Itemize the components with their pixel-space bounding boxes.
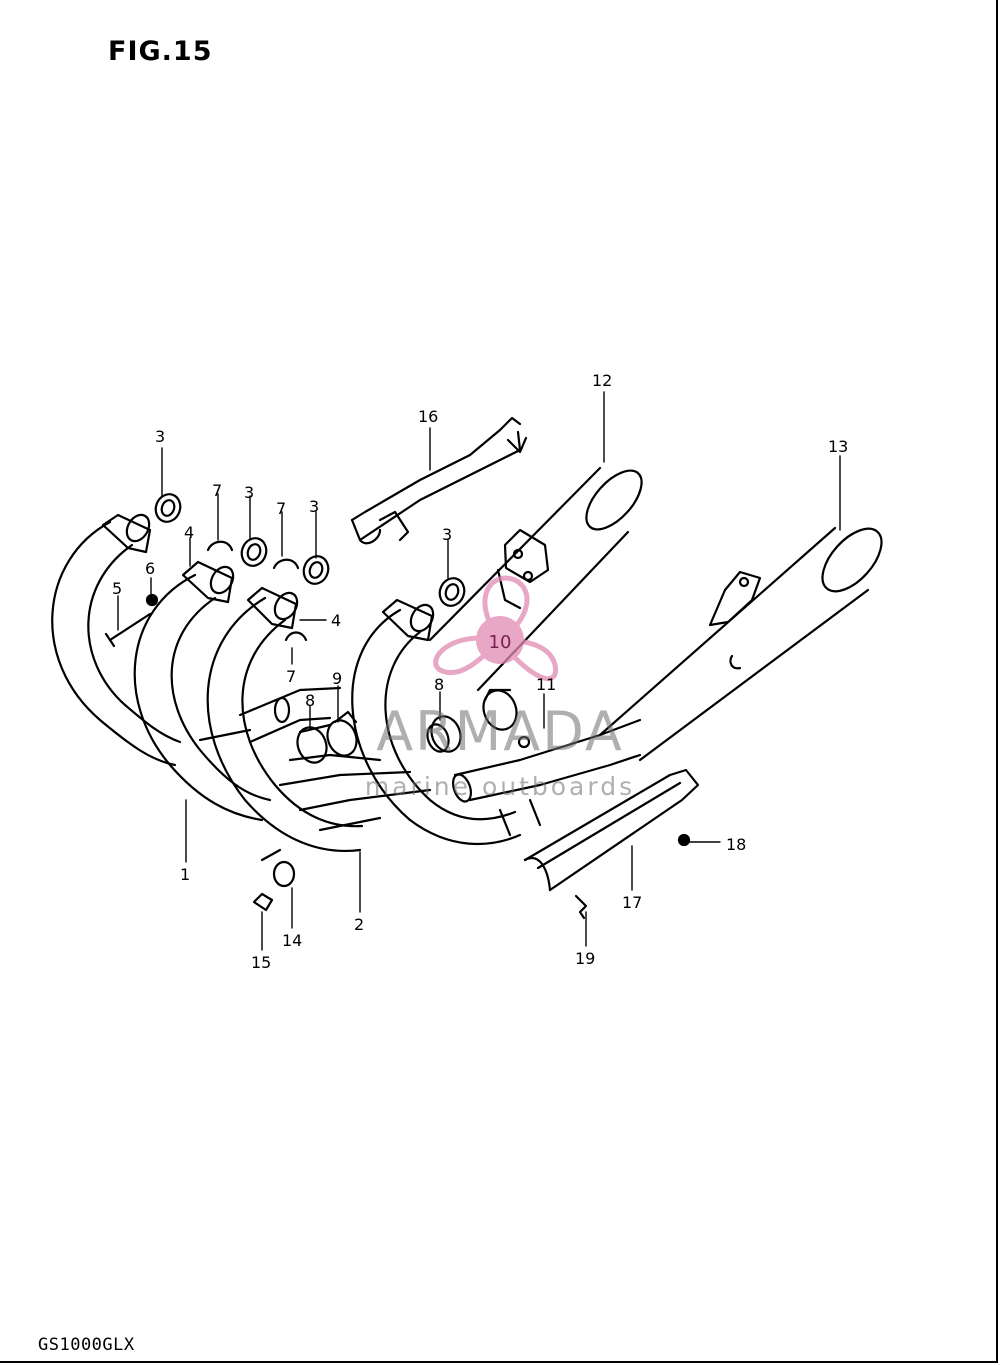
callout-labels: 3 7 3 7 3 4 6 5 4 7 9 8 8 3 11 12 13 16 …: [112, 371, 848, 972]
callout-6: 6: [145, 559, 155, 578]
callout-12: 12: [592, 371, 612, 390]
callout-11: 11: [536, 675, 556, 694]
bolt-5: [104, 612, 152, 648]
exhaust-pipe-4: [351, 598, 522, 846]
watermark-tagline: marine outboards: [364, 772, 636, 801]
nut-6: [145, 593, 159, 607]
callout-19: 19: [575, 949, 595, 968]
bolt-11: [517, 735, 531, 749]
screw-19: [574, 894, 588, 920]
callout-9: 9: [332, 669, 342, 688]
muffler-13: [598, 526, 883, 762]
watermark-emblem-number: 10: [489, 632, 512, 653]
callout-3: 3: [442, 525, 452, 544]
split-rings-7: [206, 540, 308, 642]
callout-5: 5: [112, 579, 122, 598]
exhaust-pipe-3: [206, 586, 364, 852]
callout-16: 16: [418, 407, 438, 426]
callout-3: 3: [309, 497, 319, 516]
collector-pipes: [198, 686, 642, 837]
exhaust-pipe-2: [133, 560, 272, 822]
watermark-brand: ARMADA: [376, 700, 624, 763]
bolt-18: [677, 833, 691, 847]
heat-shield-16: [350, 416, 528, 545]
callout-3: 3: [244, 483, 254, 502]
watermark-emblem: [433, 575, 559, 682]
callout-13: 13: [828, 437, 848, 456]
callout-4: 4: [184, 523, 194, 542]
connector-8-left: [296, 723, 332, 764]
callout-7: 7: [276, 499, 286, 518]
heat-shield-17: [523, 768, 700, 892]
callout-18: 18: [726, 835, 746, 854]
figure-title: FIG.15: [108, 36, 213, 67]
bolt-15: [252, 892, 274, 912]
callout-7: 7: [286, 667, 296, 686]
clamp-14: [260, 848, 296, 888]
callout-14: 14: [282, 931, 302, 950]
leader-lines: [117, 391, 841, 951]
callout-2: 2: [354, 915, 364, 934]
callout-1: 1: [180, 865, 190, 884]
callout-3: 3: [155, 427, 165, 446]
callout-15: 15: [251, 953, 271, 972]
callout-17: 17: [622, 893, 642, 912]
callout-8: 8: [305, 691, 315, 710]
clamp-10: [482, 688, 518, 731]
exhaust-pipe-1: [51, 513, 182, 767]
watermark-emblem-disc: [476, 616, 524, 664]
model-code: GS1000GLX: [38, 1335, 135, 1355]
callout-8: 8: [434, 675, 444, 694]
gasket-rings-3: [154, 493, 466, 607]
callout-4: 4: [331, 611, 341, 630]
callout-7: 7: [212, 481, 222, 500]
clamp-9: [326, 710, 358, 757]
muffler-12: [428, 466, 643, 692]
